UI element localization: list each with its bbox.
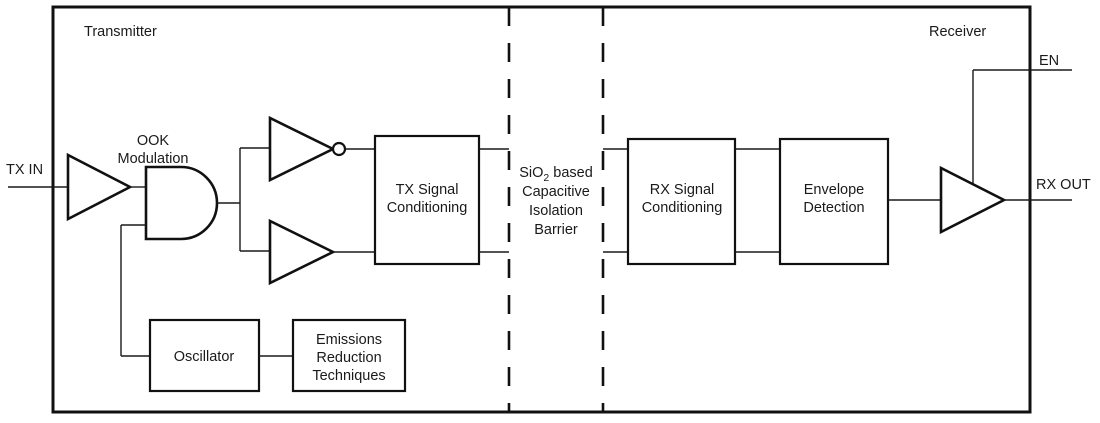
rx-signal-conditioning-block bbox=[626, 137, 737, 266]
oscillator-label: Oscillator bbox=[174, 349, 235, 365]
inverter-bubble-icon bbox=[331, 141, 347, 157]
pin-label-en: EN bbox=[1039, 53, 1059, 69]
output-buffer-gate bbox=[939, 165, 1007, 235]
input-buffer-gate bbox=[66, 152, 133, 222]
emissions-reduction-label-line2: Reduction bbox=[316, 350, 381, 366]
envelope-detection-label-line1: Envelope bbox=[804, 182, 864, 198]
inverter-gate bbox=[268, 115, 336, 183]
envelope-detection-label-line2: Detection bbox=[803, 200, 864, 216]
transmitter-section-label: Transmitter bbox=[84, 24, 157, 40]
isolation-barrier-label-line1: SiO2 based bbox=[519, 165, 593, 184]
ook-modulation-label-line1: OOK bbox=[137, 133, 170, 149]
rx-signal-conditioning-label-line2: Conditioning bbox=[642, 200, 723, 216]
rx-signal-conditioning-label-line1: RX Signal bbox=[650, 182, 714, 198]
chip-outline bbox=[51, 5, 1032, 414]
receiver-section-label: Receiver bbox=[929, 24, 986, 40]
envelope-detection-block bbox=[778, 137, 890, 266]
barrier-sio2-prefix: SiO bbox=[519, 165, 543, 181]
emissions-reduction-label-line3: Techniques bbox=[312, 368, 385, 384]
isolation-barrier-label-line3: Isolation bbox=[529, 203, 583, 219]
emissions-reduction-block bbox=[291, 318, 407, 393]
and-gate bbox=[144, 165, 219, 241]
isolation-barrier-label-line2: Capacitive bbox=[522, 184, 590, 200]
tx-signal-conditioning-label-line1: TX Signal bbox=[396, 182, 459, 198]
isolation-barrier-label-line4: Barrier bbox=[534, 222, 578, 238]
barrier-sio2-suffix: based bbox=[549, 165, 593, 181]
pin-label-tx-in: TX IN bbox=[6, 162, 43, 178]
tx-signal-conditioning-label-line2: Conditioning bbox=[387, 200, 468, 216]
pin-label-rx-out: RX OUT bbox=[1036, 177, 1091, 193]
tx-signal-conditioning-block bbox=[373, 134, 481, 266]
barrier-sio2-subscript: 2 bbox=[543, 172, 549, 184]
driver-buffer-gate bbox=[268, 218, 336, 286]
ook-modulation-label-line2: Modulation bbox=[118, 151, 189, 167]
emissions-reduction-label-line1: Emissions bbox=[316, 332, 382, 348]
